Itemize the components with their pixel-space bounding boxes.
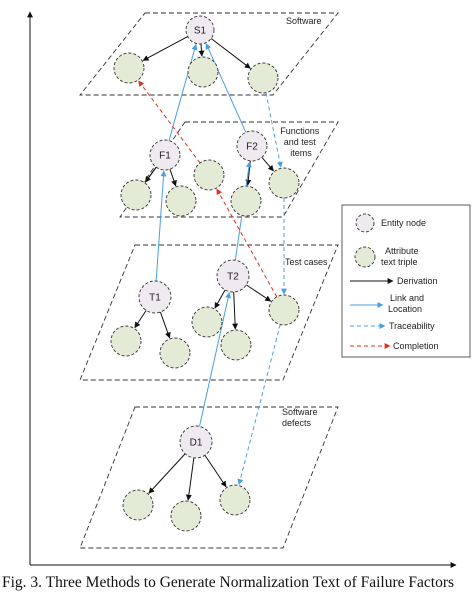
derivation-edge-D1-a17 <box>204 454 227 488</box>
attribute-node <box>219 484 251 516</box>
layer-label-software-defects: Software defects <box>282 407 320 428</box>
legend-entity-icon <box>355 213 375 233</box>
legend-attribute-label: Attribute text triple <box>381 246 421 267</box>
layer-label-software: Software <box>286 16 322 26</box>
derivation-edge-T2-a12 <box>214 289 226 309</box>
legend-attribute-icon <box>354 246 376 268</box>
derivation-edge-D1-a15 <box>148 453 186 494</box>
derivation-edge-T1-a11 <box>159 311 171 339</box>
link-edge-D1-T2 <box>198 292 232 427</box>
derivation-edge-F1-a6 <box>169 169 177 187</box>
attribute-node <box>159 337 191 369</box>
figure-caption: Fig. 3. Three Methods to Generate Normal… <box>2 574 454 591</box>
entity-node-label-t2: T2 <box>227 272 239 283</box>
attribute-node <box>113 52 145 84</box>
entity-node-t2 <box>216 259 250 293</box>
layer-plane-defects <box>79 406 339 549</box>
entity-node-label-f2: F2 <box>246 142 258 153</box>
attribute-node <box>165 185 197 217</box>
attribute-node <box>220 329 252 361</box>
legend: Entity node Attribute text triple Deriva… <box>341 204 471 358</box>
attribute-node <box>187 56 219 88</box>
derivation-edge-S1-a2 <box>198 43 205 57</box>
attribute-node <box>120 179 152 211</box>
attribute-node <box>247 62 279 94</box>
link-edge-F2-S1 <box>205 43 247 133</box>
derivation-edge-S1-a3 <box>210 38 251 69</box>
link-edge-T1-F1 <box>155 170 167 282</box>
entity-node-d1 <box>179 425 213 459</box>
entity-node-s1 <box>185 15 215 45</box>
legend-entity-label: Entity node <box>381 218 426 228</box>
attribute-node <box>191 306 223 338</box>
layer-plane-tests <box>79 244 339 381</box>
layer-label-functions: Functions and test items <box>280 126 322 158</box>
attribute-node <box>268 294 300 326</box>
derivation-edge-S1-a1 <box>142 36 188 61</box>
derivation-edge-T2-a13 <box>232 291 239 330</box>
legend-derivation-label: Derivation <box>397 276 438 286</box>
completion-edge-a7-a1 <box>138 80 201 164</box>
entity-node-label-d1: D1 <box>190 438 203 449</box>
derivation-edge-D1-a16 <box>185 457 195 501</box>
legend-traceability-label: Traceability <box>389 321 435 331</box>
entity-node-label-t1: T1 <box>149 293 161 304</box>
legend-link-label: Link and Location <box>388 293 427 314</box>
derivation-edge-F2-a9 <box>261 157 274 172</box>
attribute-node <box>110 325 142 357</box>
attribute-node <box>170 500 202 532</box>
layer-label-test-cases: Test cases <box>285 257 328 267</box>
attribute-node <box>230 185 262 217</box>
attribute-node <box>268 167 300 199</box>
entity-node-label-s1: S1 <box>194 26 207 37</box>
entity-node-f2 <box>236 130 268 162</box>
legend-completion-label: Completion <box>393 341 439 351</box>
derivation-edge-T1-a10 <box>134 310 147 329</box>
derivation-edge-T2-a14 <box>246 284 272 302</box>
entity-node-label-f1: F1 <box>159 151 171 162</box>
entity-node-t1 <box>138 280 172 314</box>
attribute-node <box>122 489 154 521</box>
link-edge-F1-S1 <box>168 43 198 141</box>
attribute-node <box>193 159 225 191</box>
traceability-edge-a3-a9 <box>265 92 283 168</box>
layer-plane-software <box>79 12 339 96</box>
entity-node-f1 <box>149 139 181 171</box>
derivation-edge-F1-a5 <box>144 166 157 183</box>
